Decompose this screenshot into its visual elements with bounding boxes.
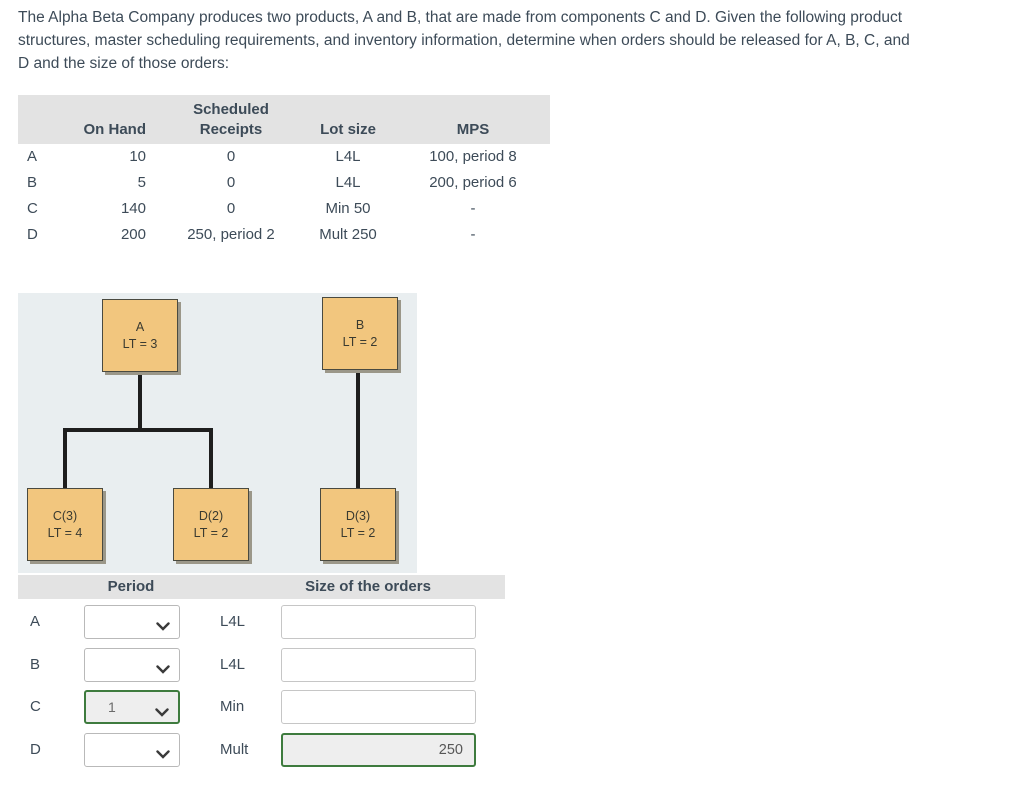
order-size-input-d[interactable]: 250 xyxy=(281,733,476,767)
node-d-under-b: D(3) LT = 2 xyxy=(320,488,396,561)
node-label: D(2) xyxy=(198,508,224,523)
problem-statement-line: The Alpha Beta Company produces two prod… xyxy=(18,9,902,26)
order-size-value: 250 xyxy=(438,742,463,758)
order-item-label: D xyxy=(30,741,41,758)
period-select-value: 1 xyxy=(108,699,116,715)
period-select-d[interactable] xyxy=(84,733,180,767)
order-size-input-c[interactable] xyxy=(281,690,476,724)
node-label: A xyxy=(135,319,145,334)
header-scheduled: Scheduled xyxy=(193,101,269,118)
table-row: A 10 0 L4L 100, period 8 xyxy=(18,144,550,170)
row-item-label: B xyxy=(27,174,38,191)
order-size-input-a[interactable] xyxy=(281,605,476,639)
lot-rule-label: Mult xyxy=(220,741,249,758)
row-mps: 200, period 6 xyxy=(429,174,517,191)
node-a: A LT = 3 xyxy=(102,299,178,372)
order-item-label: C xyxy=(30,698,41,715)
row-lot-size: Min 50 xyxy=(325,200,371,217)
inventory-table-header: Scheduled On Hand Receipts Lot size MPS xyxy=(18,95,550,144)
order-row-a: A L4L xyxy=(18,605,505,639)
period-select-c[interactable]: 1 xyxy=(84,690,180,724)
row-on-hand: 10 xyxy=(129,148,146,165)
connector-line xyxy=(63,432,67,488)
period-select-a[interactable] xyxy=(84,605,180,639)
header-size-of-orders: Size of the orders xyxy=(305,578,431,595)
row-item-label: C xyxy=(27,200,38,217)
problem-statement: The Alpha Beta Company produces two prod… xyxy=(18,6,910,75)
table-row: C 140 0 Min 50 - xyxy=(18,196,550,222)
order-size-input-b[interactable] xyxy=(281,648,476,682)
table-row: D 200 250, period 2 Mult 250 - xyxy=(18,222,550,248)
table-row: B 5 0 L4L 200, period 6 xyxy=(18,170,550,196)
row-scheduled-receipts: 250, period 2 xyxy=(187,226,275,243)
row-lot-size: L4L xyxy=(335,148,361,165)
chevron-down-icon xyxy=(156,618,170,636)
row-scheduled-receipts: 0 xyxy=(226,174,236,191)
order-row-b: B L4L xyxy=(18,648,505,682)
header-period: Period xyxy=(107,578,155,595)
header-receipts: Receipts xyxy=(199,121,263,138)
order-form-header: Period Size of the orders xyxy=(18,575,505,599)
period-select-b[interactable] xyxy=(84,648,180,682)
connector-line xyxy=(63,428,213,432)
row-item-label: D xyxy=(27,226,38,243)
order-item-label: A xyxy=(30,613,41,630)
row-on-hand: 5 xyxy=(137,174,146,191)
row-mps: - xyxy=(470,200,476,217)
node-c: C(3) LT = 4 xyxy=(27,488,103,561)
connector-line xyxy=(356,370,360,488)
problem-statement-line: structures, master scheduling requiremen… xyxy=(18,32,910,49)
connector-line xyxy=(209,432,213,488)
node-lead-time: LT = 3 xyxy=(122,336,158,351)
order-item-label: B xyxy=(30,656,41,673)
header-on-hand: On Hand xyxy=(83,121,147,138)
order-row-c: C 1 Min xyxy=(18,690,505,724)
lot-rule-label: L4L xyxy=(220,656,246,673)
node-lead-time: LT = 2 xyxy=(342,334,378,349)
row-item-label: A xyxy=(27,148,38,165)
row-scheduled-receipts: 0 xyxy=(226,148,236,165)
row-lot-size: L4L xyxy=(335,174,361,191)
order-row-d: D Mult 250 xyxy=(18,733,505,767)
row-mps: 100, period 8 xyxy=(429,148,517,165)
header-mps: MPS xyxy=(456,121,490,138)
row-mps: - xyxy=(470,226,476,243)
row-on-hand: 140 xyxy=(120,200,146,217)
node-lead-time: LT = 2 xyxy=(193,525,229,540)
row-scheduled-receipts: 0 xyxy=(226,200,236,217)
row-on-hand: 200 xyxy=(120,226,146,243)
chevron-down-icon xyxy=(156,661,170,679)
chevron-down-icon xyxy=(155,704,169,722)
node-lead-time: LT = 4 xyxy=(47,525,83,540)
row-lot-size: Mult 250 xyxy=(319,226,377,243)
node-label: B xyxy=(355,317,365,332)
product-structure-diagram: A LT = 3 B LT = 2 C(3) LT = 4 D(2) LT = … xyxy=(18,293,417,573)
problem-statement-line: D and the size of those orders: xyxy=(18,55,230,72)
connector-line xyxy=(138,372,142,430)
node-label: C(3) xyxy=(52,508,78,523)
node-lead-time: LT = 2 xyxy=(340,525,376,540)
node-b: B LT = 2 xyxy=(322,297,398,370)
lot-rule-label: L4L xyxy=(220,613,246,630)
lot-rule-label: Min xyxy=(220,698,245,715)
node-label: D(3) xyxy=(345,508,371,523)
chevron-down-icon xyxy=(156,746,170,764)
header-lot-size: Lot size xyxy=(320,121,376,138)
node-d-under-a: D(2) LT = 2 xyxy=(173,488,249,561)
